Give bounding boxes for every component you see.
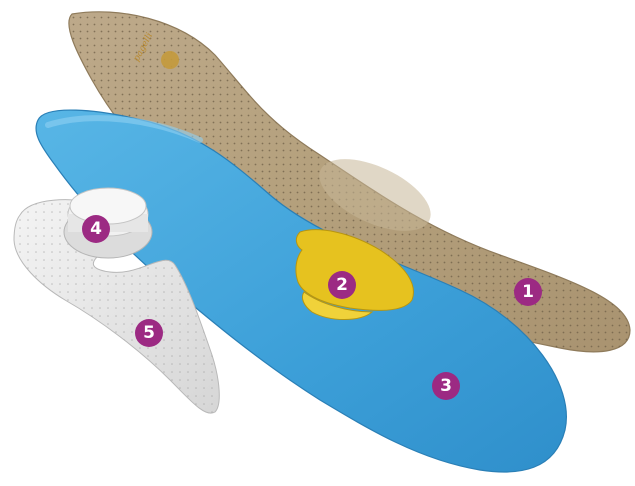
leather-top-layer: pagelli (68, 11, 631, 353)
marker-1-label: 1 (522, 282, 534, 302)
yellow-metatarsal-pad (295, 229, 414, 320)
marker-5-label: 5 (143, 323, 155, 343)
marker-4: 4 (82, 215, 110, 243)
marker-3-label: 3 (440, 376, 452, 396)
marker-3: 3 (432, 372, 460, 400)
marker-5: 5 (135, 319, 163, 347)
arch-highlight (319, 159, 431, 231)
marker-1: 1 (514, 278, 542, 306)
marker-4-label: 4 (90, 219, 102, 239)
marker-2-label: 2 (336, 275, 348, 295)
marker-2: 2 (328, 271, 356, 299)
